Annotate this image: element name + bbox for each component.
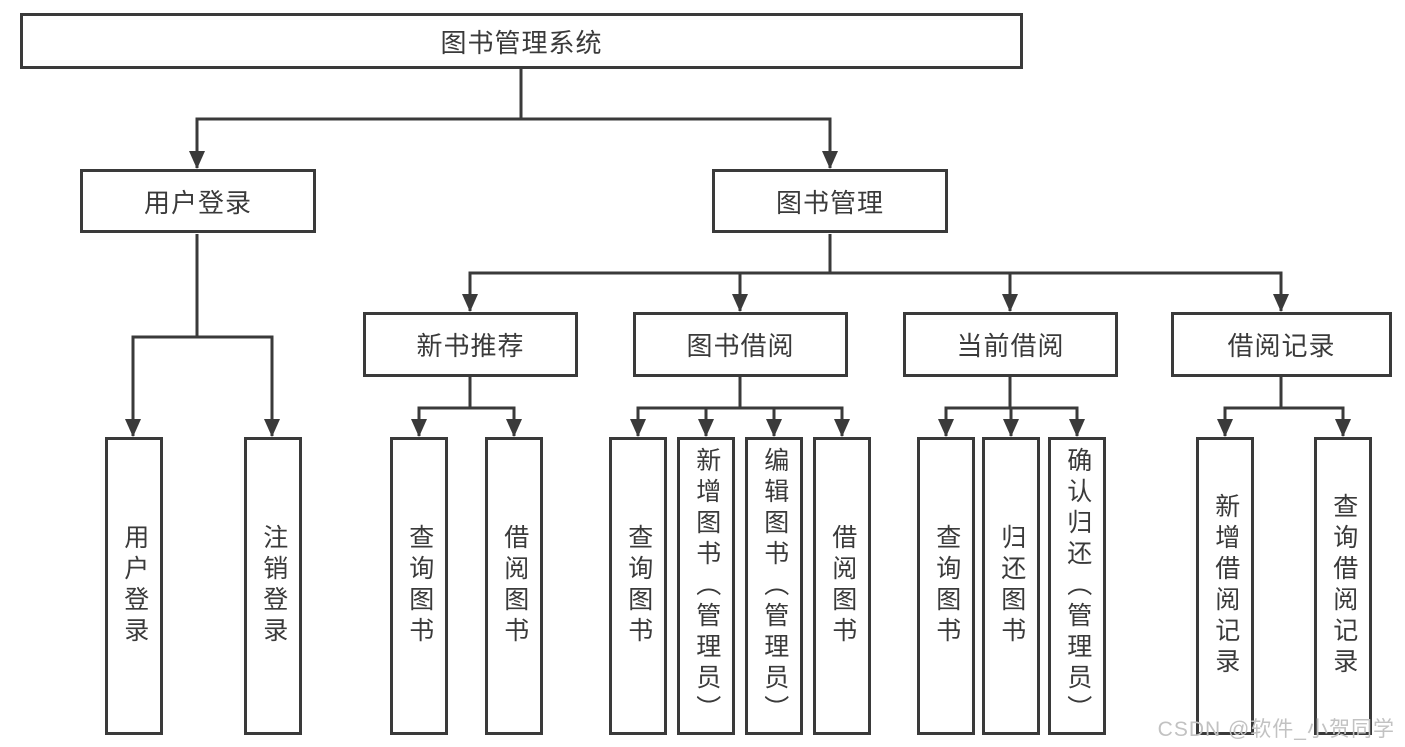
node-leaf-query-books-recommend: 查询图书 [390,437,448,735]
node-leaf-query-books-borrow-label: 查询图书 [624,524,653,648]
node-book-borrow-label: 图书借阅 [686,331,795,361]
node-borrow-records-label: 借阅记录 [1227,331,1336,361]
node-leaf-add-borrow-record-label: 新增借阅记录 [1211,493,1240,679]
node-leaf-borrow-books-label: 借阅图书 [828,524,857,648]
node-book-management: 图书管理 [712,169,948,233]
node-leaf-borrow-books: 借阅图书 [813,437,871,735]
node-leaf-return-books-label: 归还图书 [997,524,1026,648]
node-leaf-query-borrow-record-label: 查询借阅记录 [1329,493,1358,679]
node-root-label: 图书管理系统 [440,27,603,58]
node-leaf-query-books-borrow: 查询图书 [609,437,667,735]
node-new-book-recommend-label: 新书推荐 [416,331,525,361]
node-leaf-user-login-label: 用户登录 [120,524,149,648]
node-book-management-label: 图书管理 [775,187,884,218]
node-leaf-add-borrow-record: 新增借阅记录 [1196,437,1254,735]
node-leaf-query-books-current-label: 查询图书 [932,524,961,648]
node-current-borrow: 当前借阅 [903,312,1118,377]
csdn-watermark: CSDN @软件_小贺同学 [1157,718,1395,741]
node-current-borrow-label: 当前借阅 [956,331,1065,361]
node-borrow-records: 借阅记录 [1171,312,1392,377]
node-user-login: 用户登录 [80,169,316,233]
node-leaf-query-books-current: 查询图书 [917,437,975,735]
node-user-login-label: 用户登录 [143,187,252,218]
node-leaf-confirm-return-admin: 确认归还（管理员） [1048,437,1106,735]
node-leaf-borrow-books-recommend: 借阅图书 [485,437,543,735]
node-leaf-logout: 注销登录 [244,437,302,735]
node-leaf-add-book-admin-label: 新增图书（管理员） [692,446,721,726]
node-leaf-return-books: 归还图书 [982,437,1040,735]
node-leaf-logout-label: 注销登录 [259,524,288,648]
node-leaf-edit-book-admin-label: 编辑图书（管理员） [760,446,789,726]
node-leaf-query-borrow-record: 查询借阅记录 [1314,437,1372,735]
node-leaf-query-books-recommend-label: 查询图书 [405,524,434,648]
node-leaf-confirm-return-admin-label: 确认归还（管理员） [1063,446,1092,726]
node-book-borrow: 图书借阅 [633,312,848,377]
node-leaf-user-login: 用户登录 [105,437,163,735]
node-leaf-add-book-admin: 新增图书（管理员） [677,437,735,735]
node-root: 图书管理系统 [20,13,1023,69]
node-leaf-borrow-books-recommend-label: 借阅图书 [500,524,529,648]
node-leaf-edit-book-admin: 编辑图书（管理员） [745,437,803,735]
node-new-book-recommend: 新书推荐 [363,312,578,377]
